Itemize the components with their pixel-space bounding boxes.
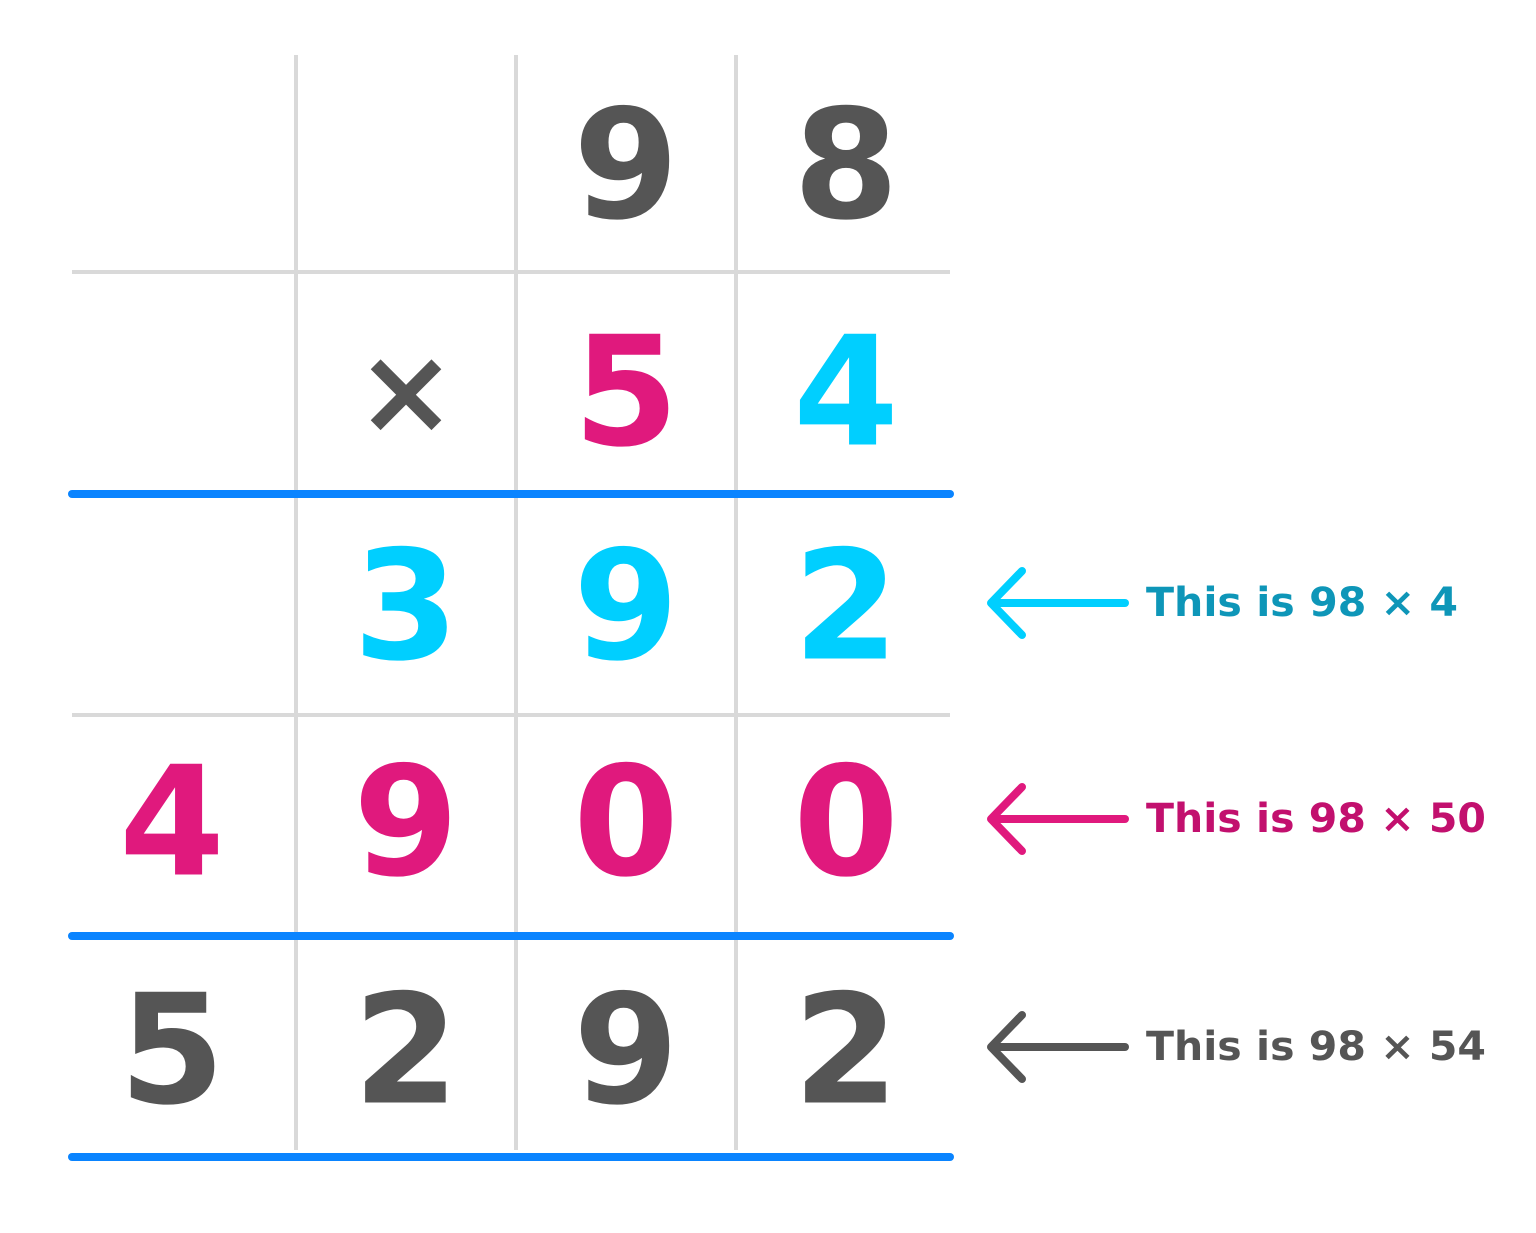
digit-r2-c2: 9 (573, 518, 679, 695)
annotation-label-2: This is 98 × 54 (1146, 1024, 1486, 1070)
digit-r2-c3: 2 (793, 518, 899, 695)
grid-lines (72, 55, 950, 1150)
answer-rules (68, 490, 954, 1161)
digit-r3-c2: 0 (573, 734, 679, 911)
digit-r4-c0: 5 (119, 962, 225, 1139)
digit-r3-c1: 9 (353, 734, 459, 911)
digit-r3-c0: 4 (119, 734, 225, 911)
digit-r4-c2: 9 (573, 962, 679, 1139)
digit-r4-c1: 2 (353, 962, 459, 1139)
digit-r0-c3: 8 (793, 77, 899, 254)
left-arrow-icon (987, 567, 1026, 639)
left-arrow-icon (987, 783, 1026, 855)
digit-r1-c3: 4 (793, 304, 899, 481)
left-arrow-icon (987, 1011, 1026, 1083)
digit-r1-c2: 5 (573, 304, 679, 481)
digit-r4-c3: 2 (793, 962, 899, 1139)
digit-r2-c1: 3 (353, 518, 459, 695)
annotations: This is 98 × 4 This is 98 × 50 This is 98 … (987, 567, 1486, 1083)
digit-r0-c2: 9 (573, 77, 679, 254)
digit-r3-c3: 0 (793, 734, 899, 911)
annotation-label-0: This is 98 × 4 (1146, 580, 1458, 626)
annotation-label-1: This is 98 × 50 (1146, 796, 1486, 842)
multiply-sign: × (356, 323, 457, 462)
